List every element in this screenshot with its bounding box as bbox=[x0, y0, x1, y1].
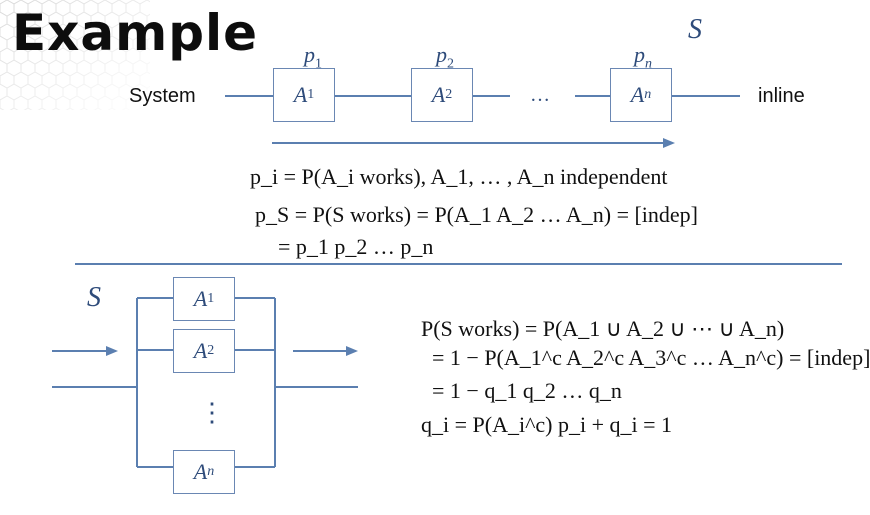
parallel-vertical-ellipsis: ⋮ bbox=[199, 398, 225, 427]
series-equation-line-1: p_i = P(A_i works), A_1, … , A_n indepen… bbox=[250, 164, 668, 189]
system-label: System bbox=[129, 85, 196, 107]
prob-label-1: p1 bbox=[304, 42, 322, 72]
parallel-system-s-label: S bbox=[87, 282, 101, 313]
series-equation-line-3: = p_1 p_2 … p_n bbox=[278, 234, 434, 259]
prob-label-n: pn bbox=[634, 42, 652, 72]
parallel-equation-line-4: q_i = P(A_i^c) p_i + q_i = 1 bbox=[421, 412, 673, 437]
series-ellipsis: … bbox=[530, 84, 550, 106]
inline-label: inline bbox=[758, 85, 805, 107]
series-equation-line-2: p_S = P(S works) = P(A_1 A_2 … A_n) = [i… bbox=[255, 202, 699, 227]
slide-title: Example bbox=[12, 4, 259, 62]
parallel-equation-line-1: P(S works) = P(A_1 ∪ A_2 ∪ ⋯ ∪ A_n) bbox=[421, 316, 785, 341]
parallel-equation-line-3: = 1 − q_1 q_2 … q_n bbox=[432, 378, 622, 403]
prob-label-2: p2 bbox=[436, 42, 454, 72]
parallel-equation-line-2: = 1 − P(A_1^c A_2^c A_3^c … A_n^c) = [in… bbox=[432, 345, 870, 370]
hexagon-pattern-background bbox=[0, 0, 150, 110]
series-system-s-label: S bbox=[688, 14, 702, 45]
